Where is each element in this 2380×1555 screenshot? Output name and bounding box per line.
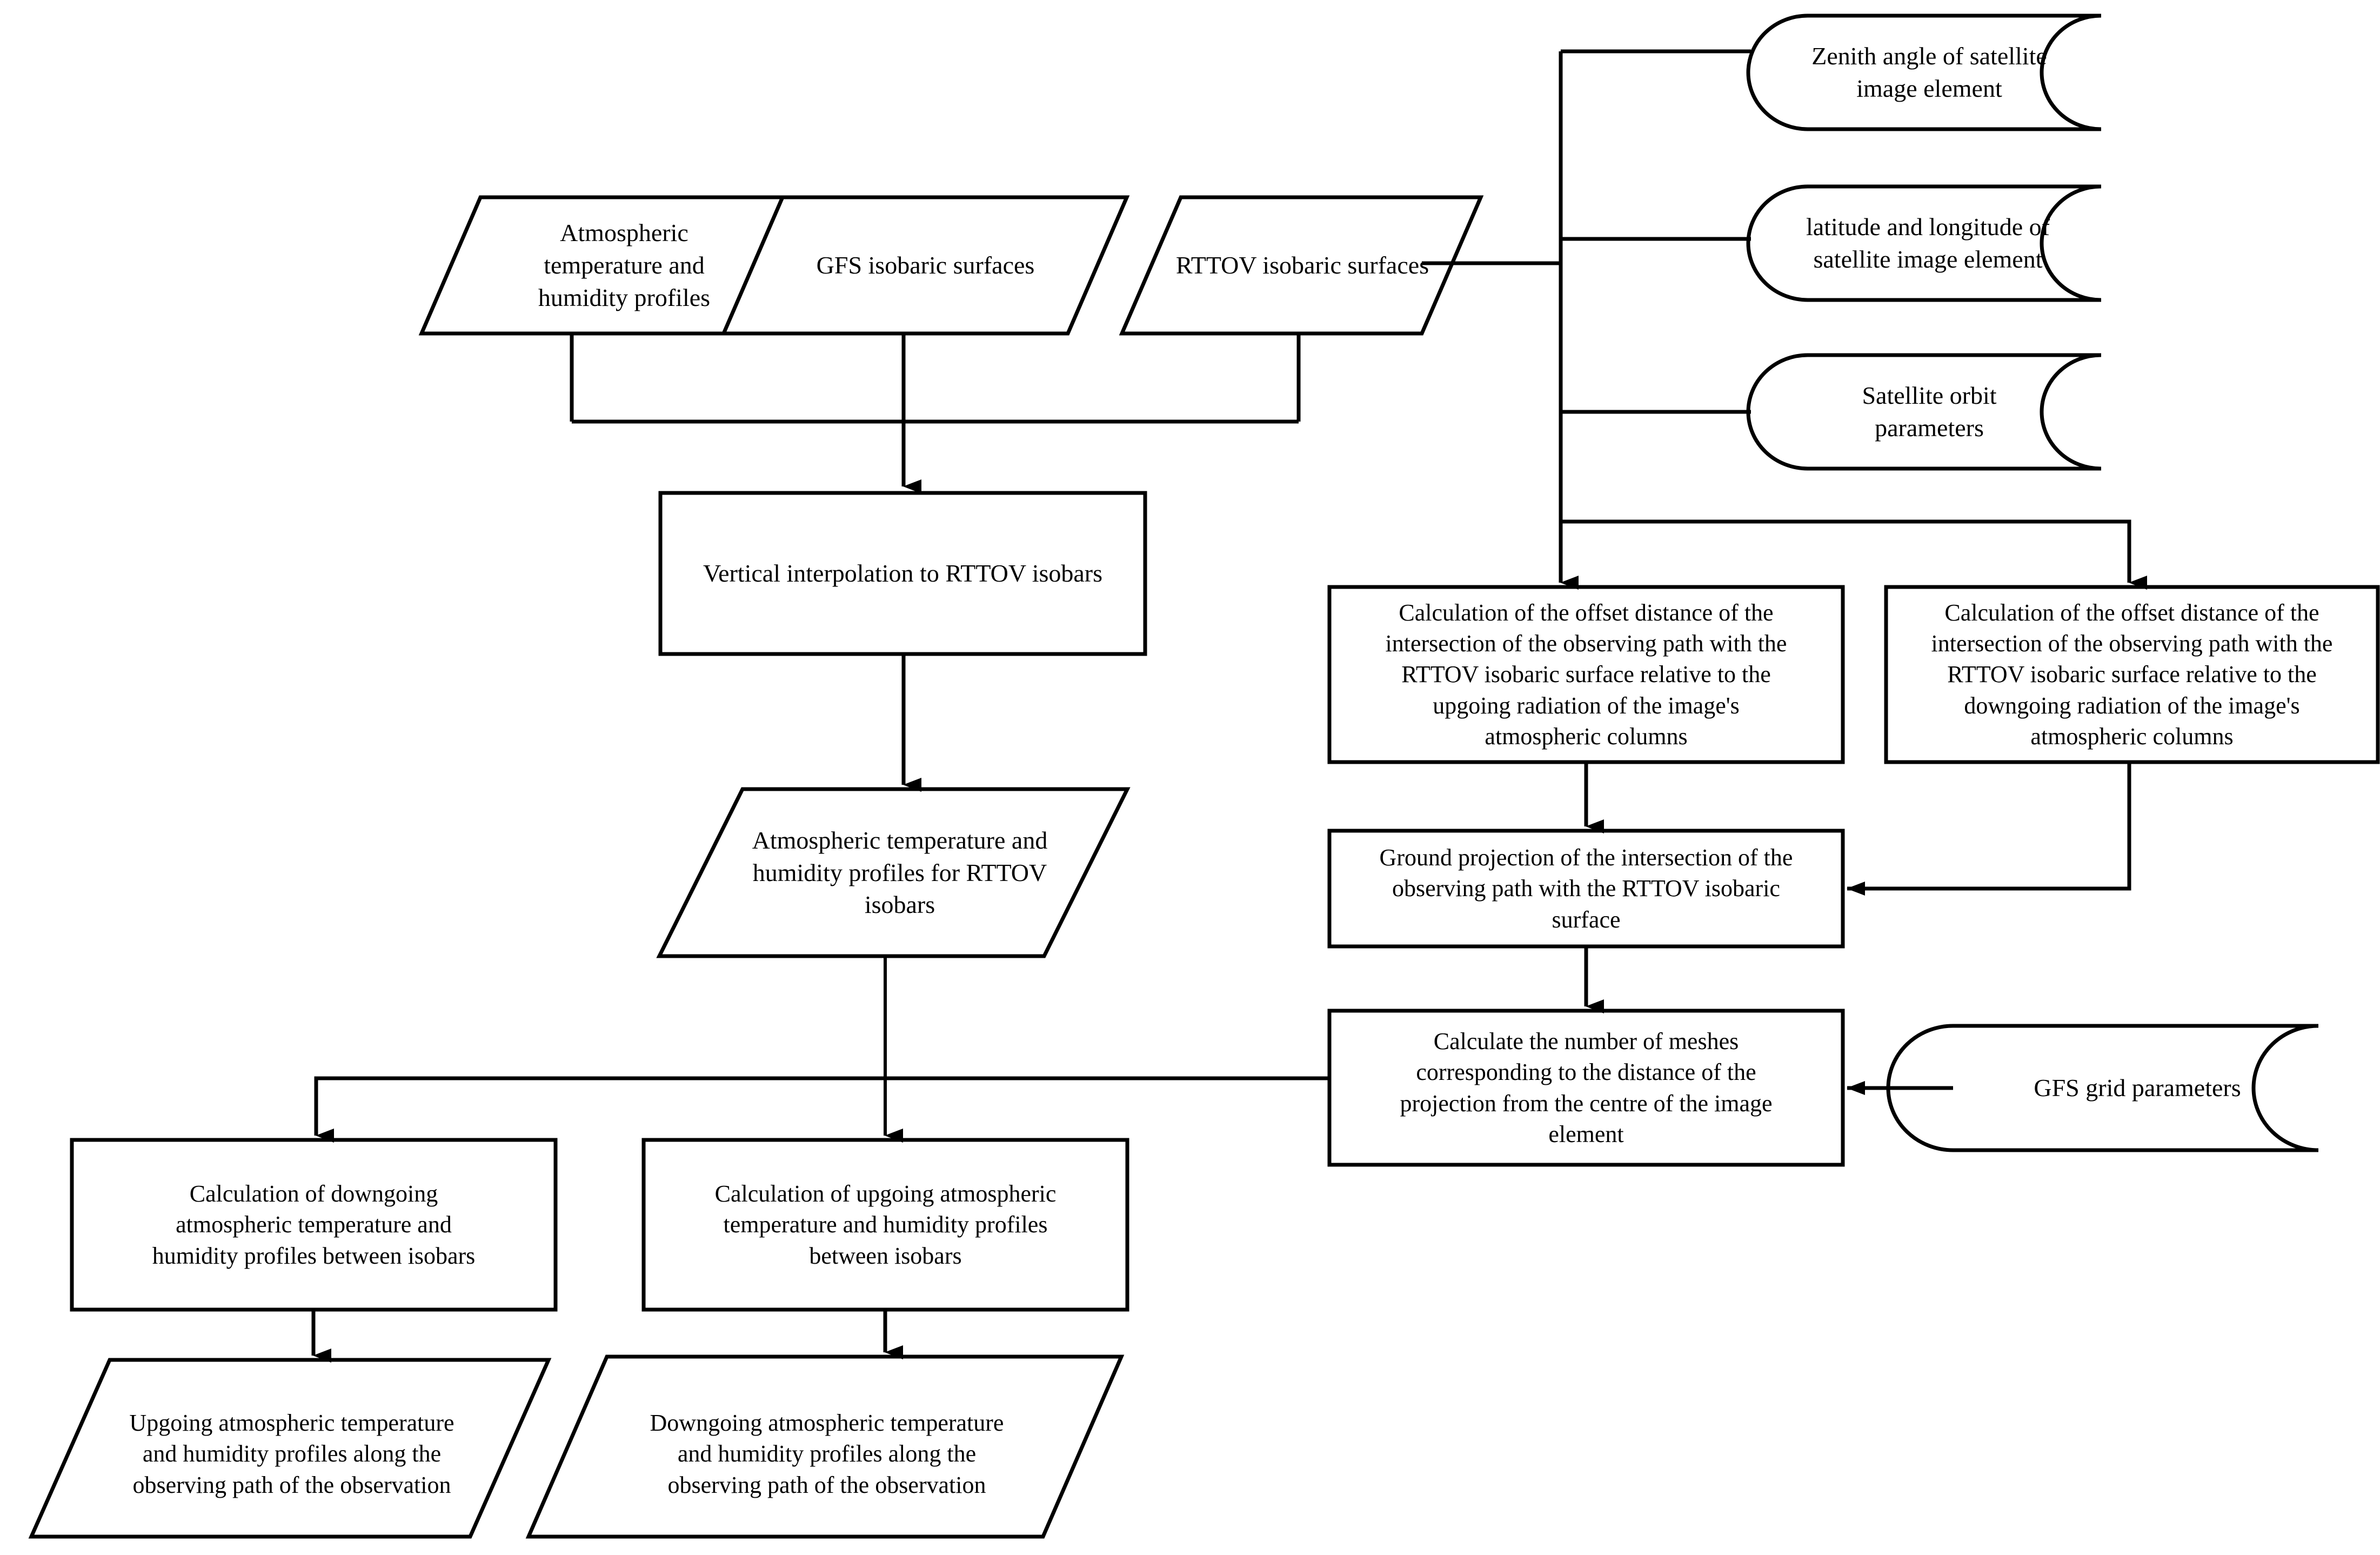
shape-out-downgoing[interactable] bbox=[525, 1354, 1125, 1539]
shape-mesh-count[interactable] bbox=[1327, 1009, 1845, 1167]
shape-profiles-for-rttov[interactable] bbox=[656, 787, 1131, 958]
shape-rttov-isobaric[interactable] bbox=[1119, 195, 1484, 336]
shape-calc-upgoing[interactable] bbox=[641, 1138, 1129, 1312]
connector-offset-down-to-ground bbox=[1847, 762, 2131, 896]
shape-orbit-params[interactable] bbox=[1746, 353, 2102, 471]
shape-gfs-grid-params[interactable] bbox=[1886, 1024, 2319, 1152]
shape-vertical-interp[interactable] bbox=[658, 491, 1147, 656]
shape-out-upgoing[interactable] bbox=[28, 1358, 552, 1539]
shape-calc-downgoing[interactable] bbox=[70, 1138, 558, 1312]
shape-offset-upgoing[interactable] bbox=[1327, 585, 1845, 764]
connector-mesh-to-downgoing-calc bbox=[314, 1076, 1329, 1143]
shape-gfs-isobaric[interactable] bbox=[720, 195, 1130, 336]
shape-zenith-angle[interactable] bbox=[1746, 14, 2102, 131]
shape-lat-lon[interactable] bbox=[1746, 184, 2102, 302]
shape-ground-projection[interactable] bbox=[1327, 829, 1845, 949]
connector-bus-to-offset-downgoing bbox=[1561, 519, 2147, 590]
shape-offset-downgoing[interactable] bbox=[1884, 585, 2380, 764]
